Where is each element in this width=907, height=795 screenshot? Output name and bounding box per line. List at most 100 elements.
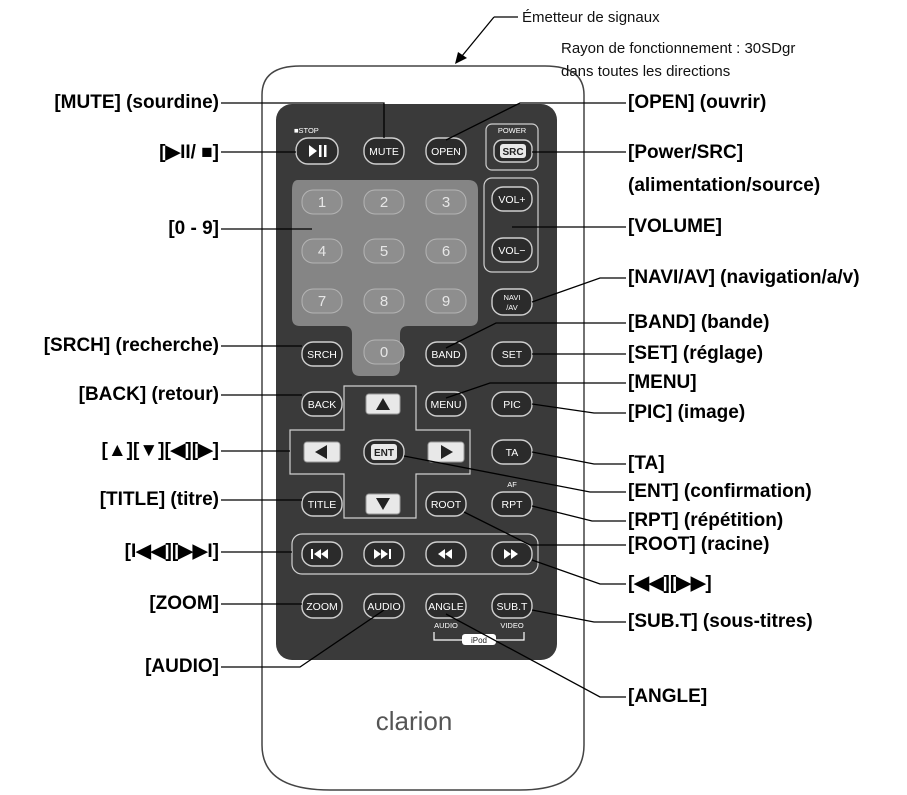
label-angle: [ANGLE] <box>628 686 707 707</box>
label-set: [SET] (réglage) <box>628 343 763 364</box>
open-button[interactable]: OPEN <box>425 137 467 165</box>
subt-button[interactable]: SUB.T <box>491 593 533 619</box>
digit-7-button[interactable]: 7 <box>301 288 343 314</box>
svg-text:AUDIO: AUDIO <box>367 601 400 613</box>
zoom-button[interactable]: ZOOM <box>301 593 343 619</box>
digit-3-button[interactable]: 3 <box>425 189 467 215</box>
digit-0-button[interactable]: 0 <box>363 339 405 365</box>
transport-group <box>291 533 539 575</box>
label-band: [BAND] (bande) <box>628 312 769 333</box>
rewind-icon <box>438 549 452 559</box>
play-icon <box>309 145 317 157</box>
back-button[interactable]: BACK <box>301 391 343 417</box>
label-navi: [NAVI/AV] (navigation/a/v) <box>628 267 860 288</box>
svg-text:OPEN: OPEN <box>431 146 461 158</box>
stop-small-label: ■STOP <box>294 126 319 135</box>
label-ta: [TA] <box>628 453 665 474</box>
svg-text:iPod: iPod <box>471 636 487 645</box>
label-arrows: [▲][▼][◀][▶] <box>102 440 219 461</box>
band-button[interactable]: BAND <box>425 341 467 367</box>
svg-text:ZOOM: ZOOM <box>306 601 338 613</box>
svg-text:VIDEO: VIDEO <box>500 621 524 630</box>
svg-text:VOL−: VOL− <box>498 245 525 257</box>
set-button[interactable]: SET <box>491 341 533 367</box>
play-pause-stop-button[interactable] <box>295 137 339 165</box>
down-button[interactable] <box>365 493 401 515</box>
range-line1: Rayon de fonctionnement : 30SDgr <box>561 40 795 57</box>
svg-text:9: 9 <box>442 293 450 310</box>
title-button[interactable]: TITLE <box>301 491 343 517</box>
svg-text:ROOT: ROOT <box>431 499 462 511</box>
label-title: [TITLE] (titre) <box>100 489 219 510</box>
up-arrow-icon <box>376 398 390 410</box>
label-power2: (alimentation/source) <box>628 175 820 196</box>
digit-9-button[interactable]: 9 <box>425 288 467 314</box>
svg-text:8: 8 <box>380 293 388 310</box>
fast-forward-button[interactable] <box>491 541 533 567</box>
svg-text:RPT: RPT <box>502 499 524 511</box>
right-button[interactable] <box>427 441 465 463</box>
transmitter-label: Émetteur de signaux <box>522 9 660 26</box>
label-open: [OPEN] (ouvrir) <box>628 92 766 113</box>
vol-up-button[interactable]: VOL+ <box>491 186 533 212</box>
label-playstop: [▶II/ ■] <box>159 142 219 163</box>
svg-text:2: 2 <box>380 194 388 211</box>
ta-button[interactable]: TA <box>491 439 533 465</box>
svg-text:/AV: /AV <box>506 303 518 312</box>
svg-text:ENT: ENT <box>374 448 394 459</box>
label-mute: [MUTE] (sourdine) <box>54 92 219 113</box>
label-audio: [AUDIO] <box>145 656 219 677</box>
svg-text:SUB.T: SUB.T <box>497 601 529 613</box>
label-root: [ROOT] (racine) <box>628 534 769 555</box>
svg-text:6: 6 <box>442 243 450 260</box>
svg-text:7: 7 <box>318 293 326 310</box>
digit-4-button[interactable]: 4 <box>301 238 343 264</box>
up-button[interactable] <box>365 393 401 415</box>
skip-back-button[interactable] <box>301 541 343 567</box>
digit-1-button[interactable]: 1 <box>301 189 343 215</box>
skip-back-icon <box>311 549 328 559</box>
label-srch: [SRCH] (recherche) <box>44 335 219 356</box>
svg-text:MENU: MENU <box>431 399 462 411</box>
srch-button[interactable]: SRCH <box>301 341 343 367</box>
rewind-button[interactable] <box>425 541 467 567</box>
digit-8-button[interactable]: 8 <box>363 288 405 314</box>
label-volume: [VOLUME] <box>628 216 722 237</box>
svg-text:AUDIO: AUDIO <box>434 621 458 630</box>
audio-button[interactable]: AUDIO <box>363 593 405 619</box>
label-power1: [Power/SRC] <box>628 142 743 163</box>
svg-text:3: 3 <box>442 194 450 211</box>
svg-text:1: 1 <box>318 194 326 211</box>
keypad-area <box>292 180 478 376</box>
digit-6-button[interactable]: 6 <box>425 238 467 264</box>
svg-text:SET: SET <box>502 349 523 361</box>
ent-button[interactable]: ENT <box>363 439 405 465</box>
src-button[interactable]: SRC <box>493 139 533 163</box>
transmitter-arrow <box>455 16 518 64</box>
range-line2: dans toutes les directions <box>561 63 730 80</box>
rpt-button[interactable]: RPT <box>491 491 533 517</box>
angle-button[interactable]: ANGLE <box>425 593 467 619</box>
power-group <box>485 123 539 171</box>
brand-logo: clarion <box>376 706 453 736</box>
navi-av-button[interactable]: NAVI /AV <box>491 288 533 316</box>
digit-2-button[interactable]: 2 <box>363 189 405 215</box>
dpad-outline <box>289 385 471 519</box>
label-zoom: [ZOOM] <box>149 593 219 614</box>
pic-button[interactable]: PIC <box>491 391 533 417</box>
left-button[interactable] <box>303 441 341 463</box>
skip-forward-button[interactable] <box>363 541 405 567</box>
volume-group <box>483 177 539 273</box>
fast-forward-icon <box>504 549 518 559</box>
menu-button[interactable]: MENU <box>425 391 467 417</box>
digit-5-button[interactable]: 5 <box>363 238 405 264</box>
vol-down-button[interactable]: VOL− <box>491 237 533 263</box>
mute-button[interactable]: MUTE <box>363 137 405 165</box>
label-menu: [MENU] <box>628 372 697 393</box>
label-subt: [SUB.T] (sous-titres) <box>628 611 813 632</box>
svg-text:ANGLE: ANGLE <box>428 601 464 613</box>
svg-text:BACK: BACK <box>308 399 337 411</box>
root-button[interactable]: ROOT <box>425 491 467 517</box>
left-arrow-icon <box>315 445 327 459</box>
label-rpt: [RPT] (répétition) <box>628 510 783 531</box>
